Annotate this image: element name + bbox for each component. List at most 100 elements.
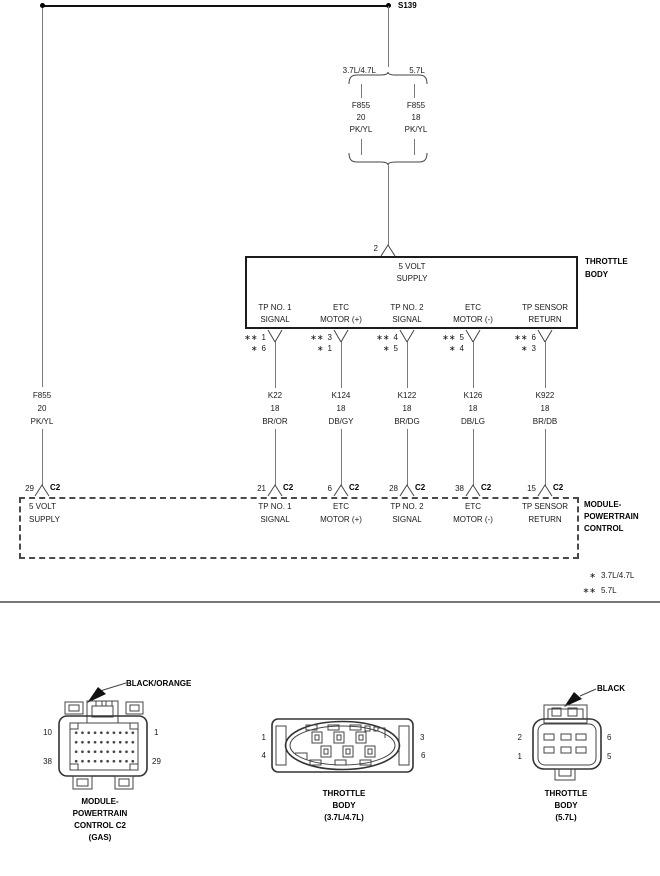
tb-supply-fn1: 5 VOLT	[398, 262, 426, 271]
tb-fn-label: ETC	[333, 303, 349, 312]
engine-variant-left-label: 3.7L/4.7L	[342, 66, 376, 75]
splice-bus-line	[42, 5, 388, 7]
tb57-connector-caption: BODY	[554, 801, 578, 810]
pcm-connector-id: C2	[349, 483, 360, 492]
wire-k922-lower	[545, 429, 546, 486]
pcm-fn-label: MOTOR (+)	[320, 515, 362, 524]
wire-gauge: 18	[540, 404, 550, 413]
pcm-connector-caption: MODULE-	[81, 797, 119, 806]
wire-k22-lower	[275, 429, 276, 486]
tb57-connector-caption: (5.7L)	[555, 813, 577, 822]
wire-k922-upper	[545, 342, 546, 388]
pcm-fn-label: SIGNAL	[392, 515, 422, 524]
connector-symbol	[399, 329, 415, 343]
tb-pin-row-57: ∗∗4	[376, 333, 398, 342]
wire-f855-supply-lower	[42, 429, 43, 486]
pcm-pin-number: 38	[455, 484, 464, 493]
tb-pin-row-57: ∗∗6	[514, 333, 536, 342]
feed-right-color: PK/YL	[404, 125, 428, 134]
connector-symbol	[333, 329, 349, 343]
pcm-fn-label: ETC	[465, 502, 481, 511]
pcm-fn-label: MOTOR (-)	[453, 515, 493, 524]
connector-symbol	[537, 484, 553, 497]
pcm-pin-grid	[73, 728, 136, 766]
wire-circuit: K124	[331, 391, 351, 400]
connector-pin-label: 10	[43, 728, 52, 737]
connector-symbol	[267, 329, 283, 343]
tb-pin-row-3747: ∗4	[448, 344, 464, 353]
pcm-connector-caption: CONTROL C2	[74, 821, 126, 830]
pcm-pin-number: 21	[257, 484, 266, 493]
pcm-fn-label: ETC	[333, 502, 349, 511]
wire-color: BR/DG	[394, 417, 420, 426]
wire-circuit: F855	[32, 391, 52, 400]
pcm-fn-label: TP SENSOR	[521, 502, 569, 511]
wire-split-brace	[348, 71, 428, 85]
section-divider	[0, 601, 660, 603]
wire-k124-lower	[341, 429, 342, 486]
legend-stars-double: ∗∗	[582, 586, 596, 595]
pcm-connector-caption: POWERTRAIN	[72, 809, 128, 818]
connector-symbol	[333, 484, 349, 497]
connector-symbol	[465, 484, 481, 497]
pcm-pin-number: 29	[25, 484, 34, 493]
engine-variant-right-label: 5.7L	[409, 66, 425, 75]
wire-circuit: K922	[535, 391, 555, 400]
connector-pin-label: 1	[154, 728, 159, 737]
legend-label-double: 5.7L	[601, 586, 617, 595]
tb-fn-label: RETURN	[528, 315, 562, 324]
tb-fn-label: SIGNAL	[392, 315, 422, 324]
pcm-pin-number: 6	[327, 484, 332, 493]
connector-pin-label: 6	[421, 751, 426, 760]
wire-color: DB/GY	[328, 417, 354, 426]
pcm-connector-id: C2	[481, 483, 492, 492]
wire-f855-supply-upper	[42, 8, 43, 387]
wire-k22-upper	[275, 342, 276, 388]
tb57-connector-drawing	[532, 688, 602, 781]
tb3747-connector-caption: (3.7L/4.7L)	[324, 813, 364, 822]
pcm-connector-drawing	[58, 682, 148, 790]
feed-left-gauge: 20	[356, 113, 366, 122]
connector-pin-label: 38	[43, 757, 52, 766]
tb-fn-label: SIGNAL	[260, 315, 290, 324]
tb57-connector-caption: THROTTLE	[544, 789, 588, 798]
pcm-fn-label: TP NO. 1	[258, 502, 292, 511]
wire-circuit: K126	[463, 391, 483, 400]
pcm-connector-id: C2	[553, 483, 564, 492]
connector-pin-label: 4	[261, 751, 266, 760]
feed-stem-upper	[388, 6, 389, 67]
tb-fn-label: MOTOR (+)	[320, 315, 362, 324]
pcm-box	[19, 497, 579, 559]
tb-pin-row-3747: ∗6	[250, 344, 266, 353]
feed-left-color: PK/YL	[349, 125, 373, 134]
wire-color: DB/LG	[460, 417, 485, 426]
connector-pin-label: 2	[517, 733, 522, 742]
feed-right-wire-upper	[414, 84, 415, 98]
wire-gauge: 18	[336, 404, 346, 413]
connector-symbol	[267, 484, 283, 497]
wire-gauge: 20	[37, 404, 47, 413]
splice-label: S139	[398, 1, 417, 10]
pcm-fn-label: SIGNAL	[260, 515, 290, 524]
wire-k122-upper	[407, 342, 408, 388]
feed-right-circuit: F855	[406, 101, 426, 110]
wire-color: BR/OR	[262, 417, 288, 426]
wire-merge-brace	[348, 152, 428, 166]
pcm-fn-label: RETURN	[528, 515, 562, 524]
tb-pin-row-3747: ∗1	[316, 344, 332, 353]
feed-stem-lower	[388, 165, 389, 245]
throttle-body-name-2: BODY	[585, 270, 609, 279]
wire-color: PK/YL	[30, 417, 54, 426]
feed-left-wire-lower	[361, 139, 362, 155]
wire-gauge: 18	[270, 404, 280, 413]
tb-fn-label: TP SENSOR	[521, 303, 569, 312]
pcm-connector-id: C2	[415, 483, 426, 492]
wire-circuit: K22	[267, 391, 283, 400]
wire-circuit: K122	[397, 391, 417, 400]
connector-symbol	[537, 329, 553, 343]
wire-k126-lower	[473, 429, 474, 486]
tb3747-connector-caption: THROTTLE	[322, 789, 366, 798]
connector-pin-label: 5	[607, 752, 612, 761]
pcm-name-2: POWERTRAIN	[584, 512, 639, 521]
